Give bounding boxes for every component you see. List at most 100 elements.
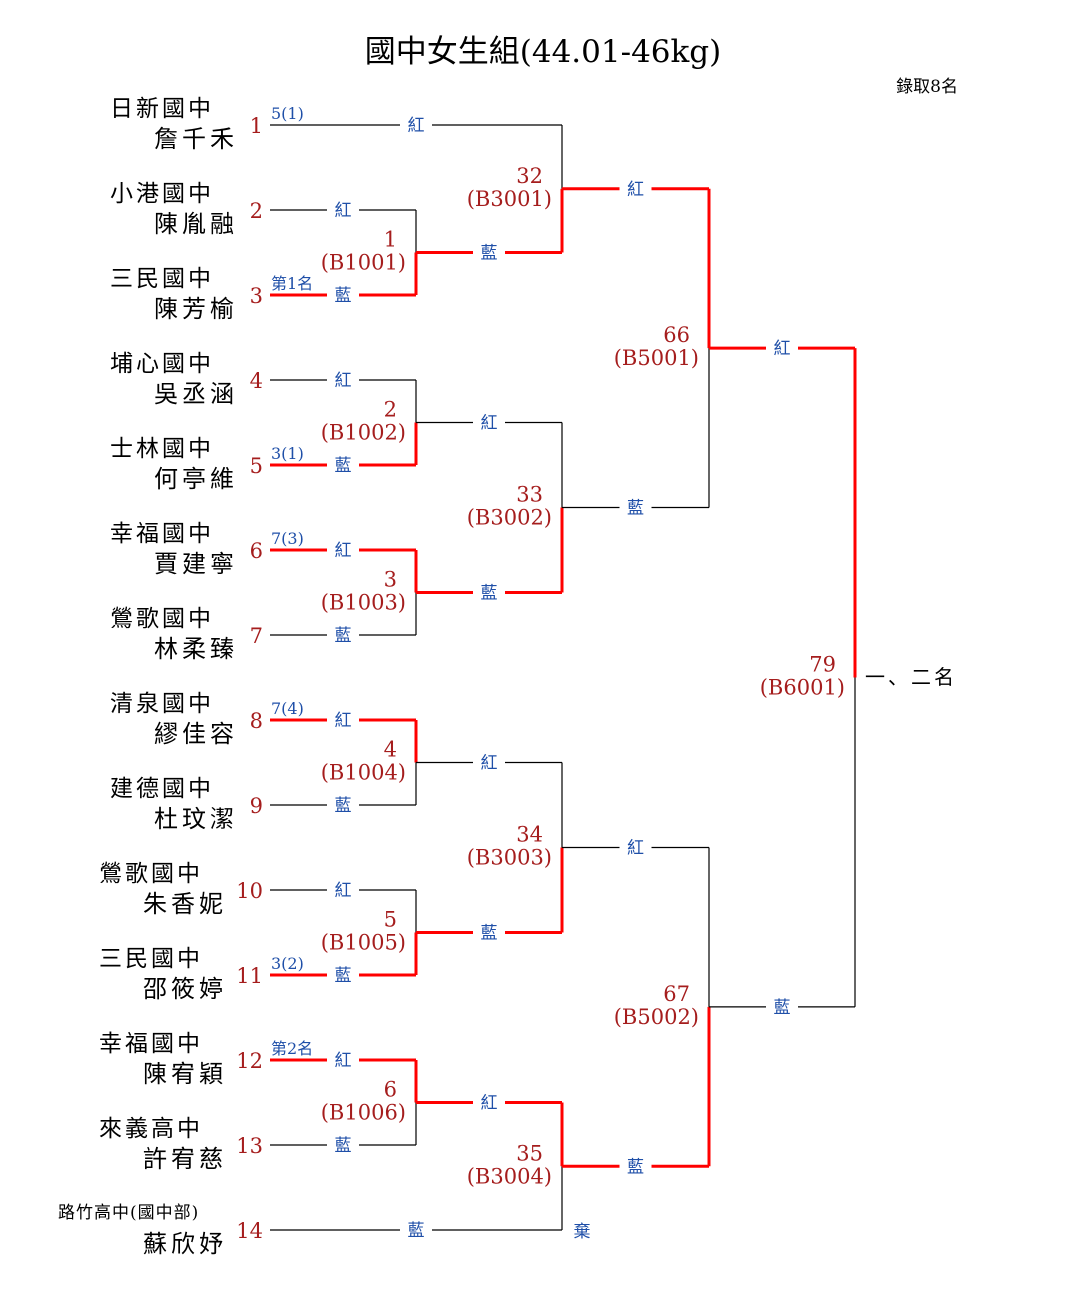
player-school: 幸福國中: [110, 521, 214, 547]
match-code: (B1003): [321, 591, 406, 615]
player-school: 鶯歌國中: [110, 606, 214, 632]
player-school: 三民國中: [99, 946, 203, 972]
corner-label-red: 紅: [335, 1051, 352, 1071]
seed-note: 第1名: [271, 274, 313, 293]
player-number: 4: [250, 369, 263, 393]
corner-label-blue: 藍: [408, 1221, 425, 1241]
player-number: 8: [250, 709, 263, 733]
player-school: 小港國中: [110, 181, 214, 207]
match-number: 33: [516, 483, 543, 507]
player-name: 詹千禾: [154, 125, 238, 153]
match-number: 1: [384, 228, 397, 252]
player-name: 陳胤融: [154, 210, 238, 238]
page-title: 國中女生組(44.01-46kg): [365, 34, 721, 70]
player-school: 鶯歌國中: [99, 861, 203, 887]
corner-label-red: 紅: [481, 414, 498, 434]
match-number: 32: [516, 164, 543, 188]
match-code: (B1002): [321, 421, 406, 445]
corner-label-red: 紅: [335, 371, 352, 391]
player-name: 邵筱婷: [143, 975, 227, 1003]
player-school: 日新國中: [110, 96, 214, 122]
match-code: (B3003): [467, 846, 552, 870]
player-number: 2: [250, 199, 263, 223]
match-number: 5: [384, 908, 397, 932]
seed-note: 7(4): [271, 699, 304, 718]
corner-label-red: 紅: [335, 881, 352, 901]
player-name: 何亭維: [154, 465, 238, 493]
corner-label-blue: 藍: [481, 584, 498, 604]
match-number: 66: [663, 323, 690, 347]
corner-label-blue: 藍: [774, 998, 791, 1018]
corner-label-blue: 藍: [335, 796, 352, 816]
corner-label-red: 紅: [335, 711, 352, 731]
player-number: 7: [250, 624, 263, 648]
match-code: (B6001): [760, 676, 845, 700]
seed-note: 3(1): [271, 444, 304, 463]
player-number: 11: [236, 964, 263, 988]
player-name: 賈建寧: [154, 550, 238, 578]
match-code: (B3001): [467, 187, 552, 211]
player-number: 12: [236, 1049, 263, 1073]
player-name: 繆佳容: [154, 720, 238, 748]
match-number: 35: [516, 1141, 543, 1165]
corner-label-blue: 藍: [335, 456, 352, 476]
match-code: (B1005): [321, 931, 406, 955]
match-code: (B5001): [614, 346, 699, 370]
match-number: 79: [809, 653, 836, 677]
final-placement-label: 一、二名: [865, 665, 957, 689]
corner-label-blue: 藍: [335, 626, 352, 646]
corner-label-red: 紅: [335, 201, 352, 221]
corner-label-red: 紅: [774, 339, 791, 359]
player-name: 陳芳榆: [154, 295, 238, 323]
corner-label-blue: 藍: [335, 1136, 352, 1156]
player-name: 陳宥穎: [143, 1060, 227, 1088]
player-number: 5: [250, 454, 263, 478]
player-number: 9: [250, 794, 263, 818]
match-code: (B3002): [467, 506, 552, 530]
player-school: 三民國中: [110, 266, 214, 292]
match-code: (B5002): [614, 1005, 699, 1029]
corner-label-blue: 藍: [335, 286, 352, 306]
player-number: 6: [250, 539, 263, 563]
player-number: 13: [236, 1134, 263, 1158]
player-number: 10: [236, 879, 263, 903]
match-number: 2: [384, 398, 397, 422]
player-name: 許宥慈: [143, 1145, 227, 1173]
match-number: 67: [663, 982, 690, 1006]
corner-label-blue: 藍: [627, 1157, 644, 1177]
corner-label-blue: 藍: [335, 966, 352, 986]
bracket-lines: [270, 124, 857, 1231]
match-number: 4: [384, 738, 397, 762]
player-number: 1: [250, 114, 263, 138]
corner-label-red: 紅: [335, 541, 352, 561]
player-name: 蘇欣妤: [143, 1230, 227, 1258]
corner-label-blue: 藍: [481, 244, 498, 264]
match-code: (B3004): [467, 1164, 552, 1188]
corner-label-red: 紅: [481, 1094, 498, 1114]
player-school: 來義高中: [99, 1116, 203, 1142]
quota-label: 錄取8名: [896, 77, 958, 97]
corner-label-red: 紅: [627, 839, 644, 859]
match-number: 34: [516, 823, 543, 847]
corner-label-red: 紅: [627, 180, 644, 200]
seed-note: 7(3): [271, 529, 304, 548]
corner-label-blue: 藍: [627, 499, 644, 519]
match-code: (B1006): [321, 1101, 406, 1125]
player-number: 14: [236, 1219, 263, 1243]
corner-label-red: 紅: [408, 116, 425, 136]
match-code: (B1001): [321, 251, 406, 275]
seed-note: 第2名: [271, 1039, 313, 1058]
match-number: 6: [384, 1078, 397, 1102]
player-number: 3: [250, 284, 263, 308]
match-code: (B1004): [321, 761, 406, 785]
player-school: 士林國中: [110, 436, 214, 462]
match-number: 3: [384, 568, 397, 592]
corner-label-red: 紅: [481, 754, 498, 774]
player-school: 建德國中: [110, 776, 214, 802]
player-school: 路竹高中(國中部): [58, 1203, 199, 1223]
player-name: 吳丞涵: [154, 380, 238, 408]
player-school: 埔心國中: [110, 351, 214, 377]
player-name: 朱香妮: [143, 890, 227, 918]
